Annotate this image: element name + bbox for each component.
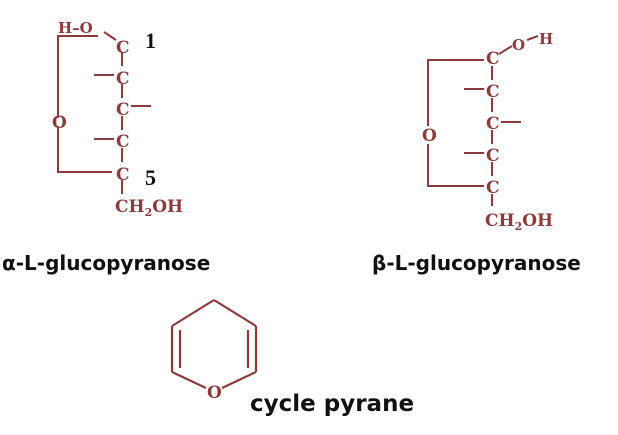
beta-ring-bond-bottom (427, 144, 484, 187)
beta-caption: β-L-glucopyranose (372, 251, 581, 275)
alpha-carbon-number-1: 1 (145, 28, 156, 53)
beta-oh-oxygen: O (512, 36, 525, 54)
alpha-carbon-numbers: 1 5 (145, 28, 156, 190)
beta-c1-oh-bond (498, 45, 513, 55)
alpha-c2: C (116, 69, 130, 89)
alpha-ring-oxygen: O (52, 113, 67, 133)
beta-c3: C (486, 114, 500, 134)
pyrane-bond-bottom-left (171, 371, 207, 389)
beta-glucopyranose-labels: C C C C C O O H CH2OH (422, 30, 553, 233)
alpha-c4: C (116, 132, 130, 152)
pyrane-bond-bottom-right (221, 371, 257, 389)
beta-o-h-bond (526, 35, 539, 41)
beta-c5: C (486, 178, 500, 198)
pyrane-caption: cycle pyrane (250, 391, 414, 417)
beta-c4: C (486, 146, 500, 166)
pyrane-bond-top-left (171, 299, 215, 327)
beta-ring-oxygen: O (422, 126, 437, 146)
alpha-ring-bond-top (57, 35, 98, 118)
pyrane-ring (170, 299, 258, 389)
alpha-ho-c1-bond (103, 31, 117, 41)
beta-glucopyranose-structure (427, 35, 539, 206)
beta-ring-bond-top (427, 59, 484, 126)
pyrane-ring-oxygen: O (207, 383, 222, 403)
alpha-glucopyranose-labels: H–O C C C C C O CH2OH (52, 19, 183, 219)
alpha-ring-bond-bottom (57, 126, 112, 173)
beta-c1: C (486, 49, 500, 69)
beta-ch2oh: CH2OH (485, 211, 553, 233)
alpha-carbon-number-5: 5 (145, 165, 156, 190)
alpha-c3: C (116, 100, 130, 120)
beta-oh-hydrogen: H (539, 30, 553, 48)
alpha-ch2oh: CH2OH (115, 197, 183, 219)
alpha-c1: C (116, 38, 130, 58)
alpha-caption: α-L-glucopyranose (2, 251, 210, 275)
pyrane-bond-top-right (213, 299, 257, 327)
beta-c2: C (486, 82, 500, 102)
alpha-glucopyranose-structure (57, 31, 151, 194)
alpha-ho-label: H–O (58, 19, 93, 37)
alpha-c5: C (116, 165, 130, 185)
